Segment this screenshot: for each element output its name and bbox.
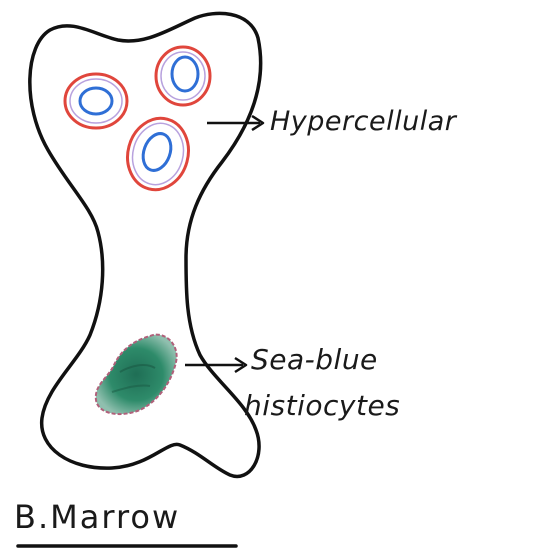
marrow-cell-1-icon	[65, 74, 127, 128]
histiocytes-label: histiocytes	[244, 389, 400, 422]
sea-blue-label: Sea-blue	[251, 343, 378, 376]
histiocyte-arrow-icon	[185, 358, 246, 372]
bone-marrow-caption: B.Marrow	[14, 498, 180, 536]
marrow-cell-3-icon	[120, 111, 197, 196]
marrow-cell-2-icon	[156, 47, 210, 105]
hypercellular-arrow-icon	[207, 116, 263, 130]
sea-blue-histiocyte-icon	[96, 335, 177, 414]
hypercellular-label: Hypercellular	[270, 106, 456, 137]
